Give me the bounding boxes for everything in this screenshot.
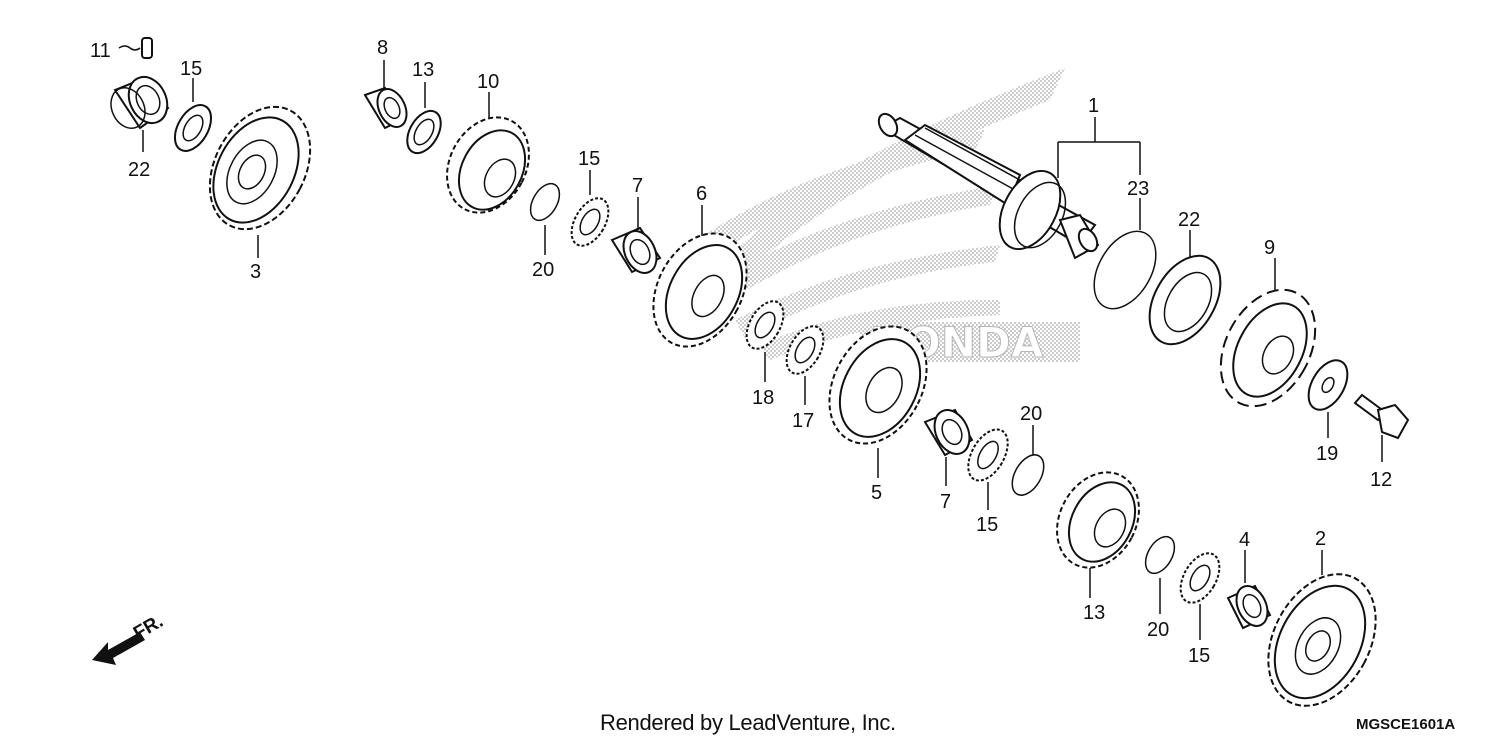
circlip-20-c — [1144, 535, 1176, 575]
part-label: 1 — [1088, 95, 1099, 117]
pin-12 — [141, 37, 153, 59]
part-label: 20 — [1147, 619, 1169, 641]
part-label: 19 — [1316, 443, 1338, 465]
front-arrow-icon — [92, 632, 145, 665]
washer-19 — [745, 300, 785, 350]
diagram-code: MGSCE1601A — [1356, 716, 1456, 733]
bushing-7-b — [923, 408, 974, 457]
part-label: 20 — [532, 259, 554, 281]
part-label: 6 — [696, 183, 707, 205]
part-label: 22 — [128, 159, 150, 181]
washer-17 — [1307, 359, 1349, 411]
snap-ring-23 — [1093, 230, 1157, 310]
part-label: 15 — [1188, 645, 1210, 667]
bushing-7-a — [610, 226, 662, 274]
circlip-20-b — [1011, 454, 1045, 496]
part-label: 15 — [180, 58, 202, 80]
mainshaft-1 — [877, 112, 1100, 260]
part-label: 10 — [477, 71, 499, 93]
gear-3 — [208, 105, 312, 231]
bushing-4 — [1226, 584, 1272, 630]
drive-sprocket-11 — [1219, 288, 1317, 408]
part-label: 7 — [940, 491, 951, 513]
part-label: 2 — [1315, 528, 1326, 550]
gear-9 — [1056, 471, 1140, 569]
gear-6 — [652, 232, 748, 348]
part-label: 15 — [976, 514, 998, 536]
thrust-washer-16 — [173, 104, 213, 152]
circlip-20-a — [529, 182, 561, 222]
part-label: 11 — [90, 40, 111, 62]
splined-washer-15-c — [1179, 552, 1221, 604]
part-label: 17 — [792, 410, 814, 432]
leader-lines — [118, 45, 1383, 640]
part-label: 20 — [1020, 403, 1042, 425]
part-label: 5 — [871, 482, 882, 504]
needle-bearing-21 — [110, 75, 170, 130]
part-label: 7 — [632, 175, 643, 197]
washer-14 — [406, 109, 442, 155]
bolt-13 — [1353, 393, 1410, 440]
part-label: 4 — [1239, 529, 1250, 551]
splined-washer-15-a — [570, 197, 610, 247]
part-label: 18 — [752, 387, 774, 409]
washer-18 — [785, 325, 825, 375]
bushing-8 — [363, 86, 408, 130]
part-label: 12 — [1370, 469, 1392, 491]
part-label: 22 — [1178, 209, 1200, 231]
part-label: 15 — [578, 148, 600, 170]
part-label: 13 — [1083, 602, 1105, 624]
part-number-labels: 11 15 22 3 8 13 10 15 20 7 6 18 17 5 7 1… — [90, 37, 1392, 667]
render-credit: Rendered by LeadVenture, Inc. — [600, 710, 896, 735]
gear-2 — [1267, 573, 1377, 707]
part-label: 13 — [412, 59, 434, 81]
gear-10 — [446, 116, 530, 214]
part-label: 23 — [1127, 178, 1149, 200]
gear-5 — [828, 325, 928, 445]
front-direction-arrow: FR. — [92, 611, 167, 665]
part-label: 3 — [250, 261, 261, 283]
part-label: 8 — [377, 37, 388, 59]
splined-washer-15-b — [967, 428, 1009, 482]
part-label: 9 — [1264, 237, 1275, 259]
bearing-22 — [1148, 254, 1222, 346]
